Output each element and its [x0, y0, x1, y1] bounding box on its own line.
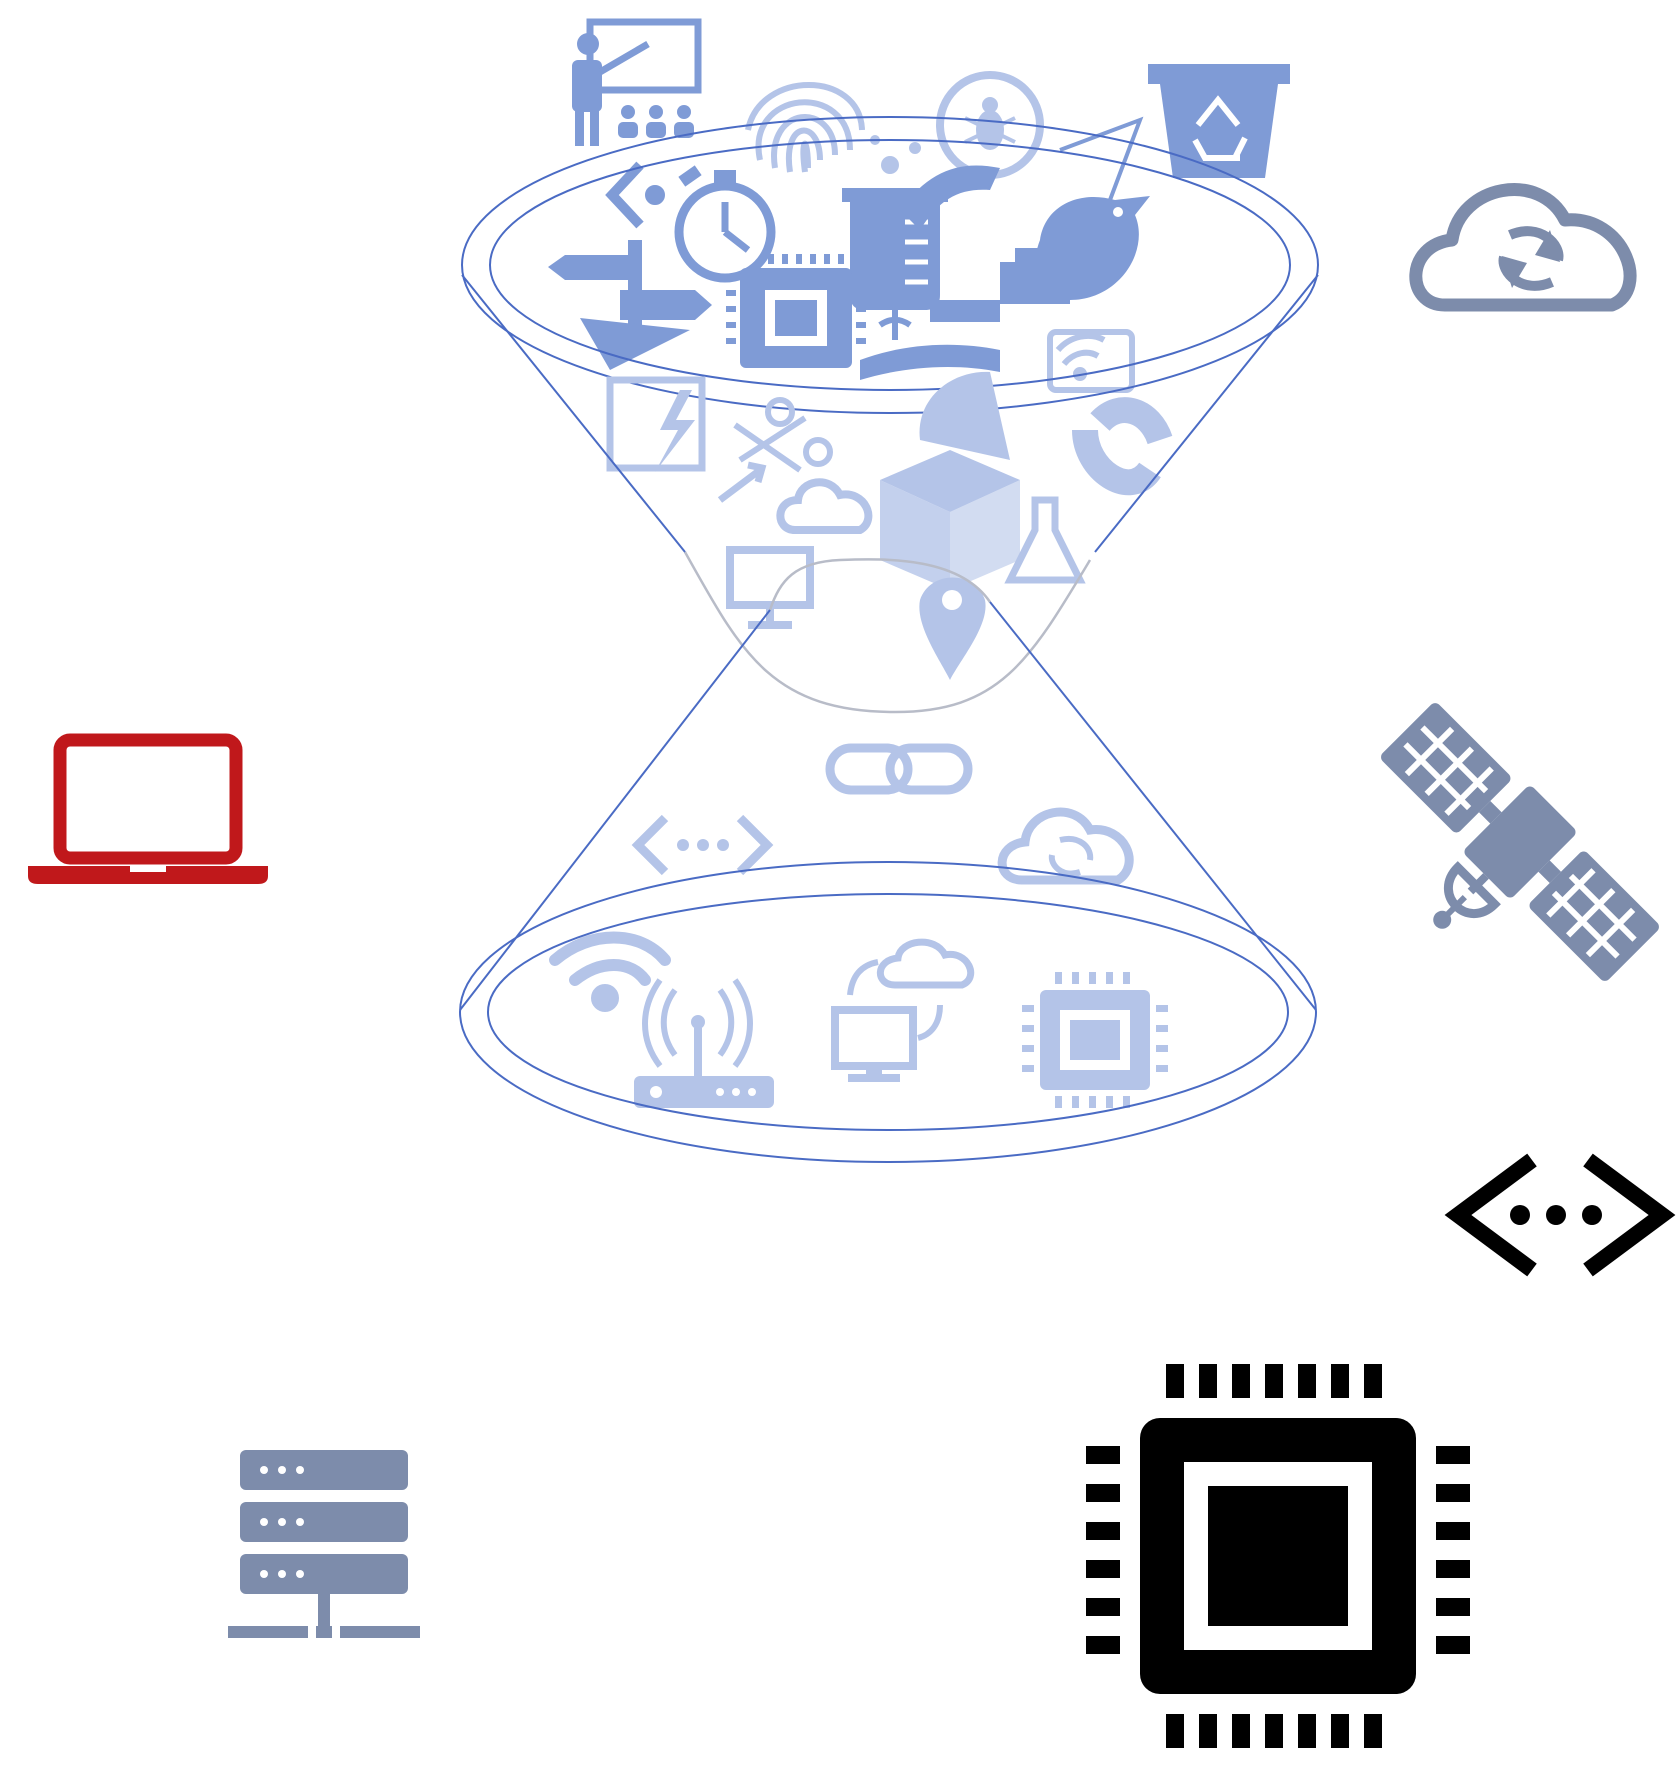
flask-icon [1004, 496, 1086, 584]
monitor-icon [726, 546, 814, 629]
wifi-icon [1047, 329, 1135, 393]
signpost-icon [548, 240, 712, 350]
funnel-neck [683, 551, 1092, 714]
pennant-icon [580, 318, 690, 370]
refresh-icon [1072, 397, 1173, 496]
laptop-icon [28, 733, 268, 884]
network-code-icon [1444, 1153, 1676, 1277]
funnel-lines [459, 274, 1319, 1011]
chip-icon [1022, 972, 1168, 1108]
recycle-bin-icon [1148, 64, 1290, 178]
collage-top [461, 18, 1319, 414]
funnel-top-rim [461, 116, 1319, 414]
collage-middle [606, 371, 1173, 714]
server-icon [228, 1450, 420, 1638]
clock-icon [674, 165, 776, 283]
funnel-bottom-rim [459, 861, 1317, 1163]
network-code-icon [631, 814, 774, 876]
collage-bottom [459, 743, 1317, 1163]
bug-icon [936, 71, 1044, 179]
computer-cloud-sync-icon [831, 938, 975, 1082]
truck-icon [860, 248, 1070, 380]
dropper-icon [900, 165, 1000, 230]
antenna-router-icon [634, 978, 774, 1108]
cloud-sync-icon [1409, 183, 1637, 312]
code-icon [605, 161, 665, 229]
link-icon [825, 743, 973, 795]
presenter-icon [572, 18, 702, 146]
box-icon [880, 450, 1020, 590]
satellite-icon [1381, 703, 1659, 981]
arrow-icon [717, 461, 767, 503]
fingerprint-icon [745, 82, 865, 173]
pin-icon [919, 577, 986, 680]
cloud-icon [776, 478, 873, 534]
wifi-icon [549, 931, 671, 1012]
globe-icon [919, 371, 1010, 460]
cpu-chip-icon [1086, 1364, 1470, 1748]
scissors-icon [733, 397, 833, 473]
cloud-sync-icon [997, 807, 1134, 885]
chip-icon [726, 254, 866, 368]
lightning-icon [606, 376, 706, 472]
